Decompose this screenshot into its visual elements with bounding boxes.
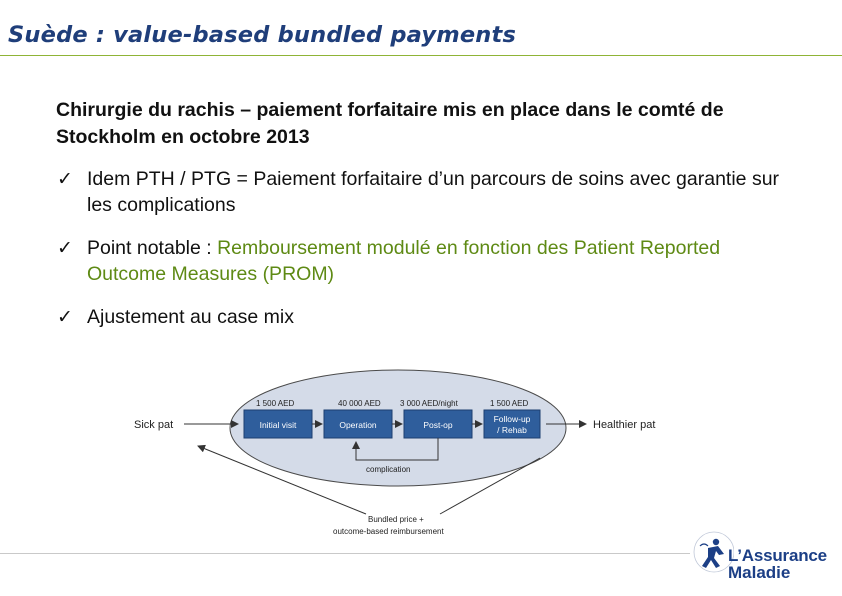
complication-label: complication xyxy=(366,465,410,474)
logo-wordmark: L’Assurance Maladie xyxy=(728,547,827,581)
checkmark-icon: ✓ xyxy=(57,237,73,259)
bullet-text: Point notable : Remboursement modulé en … xyxy=(87,235,797,287)
step-price: 1 500 AED xyxy=(256,399,294,408)
logo-emblem-icon xyxy=(693,531,734,573)
care-pathway-ellipse xyxy=(229,369,567,487)
step-label: Initial visit xyxy=(260,420,297,430)
step-operation: 40 000 AED Operation xyxy=(323,399,393,439)
footer-divider xyxy=(0,553,690,554)
healthier-patient-label: Healthier pat xyxy=(593,419,655,431)
bundled-price-label: Bundled price + xyxy=(368,515,424,524)
complication-loop-arrow xyxy=(352,438,439,461)
title-divider xyxy=(0,55,842,56)
step-box xyxy=(323,409,393,439)
checkmark-icon: ✓ xyxy=(57,306,73,328)
bullet-text: Idem PTH / PTG = Paiement forfaitaire d’… xyxy=(87,168,780,216)
slide-headline: Chirurgie du rachis – paiement forfaitai… xyxy=(56,99,724,148)
step-label: Operation xyxy=(339,420,377,430)
bullet-prefix: Point notable : xyxy=(87,237,218,259)
feedback-arrow-left xyxy=(197,444,367,515)
logo-line-1: L’Assurance xyxy=(728,546,827,565)
logo-line-2: Maladie xyxy=(728,563,791,582)
step-label: Post-op xyxy=(423,420,453,430)
bullet-highlight: Remboursement modulé en fonction des Pat… xyxy=(87,237,721,285)
bullet-text: Ajustement au case mix xyxy=(87,306,295,328)
bullet-item: ✓ Idem PTH / PTG = Paiement forfaitaire … xyxy=(57,166,797,218)
step-label: / Rehab xyxy=(497,425,527,435)
step-initial-visit: 1 500 AED Initial visit xyxy=(243,399,313,439)
step-follow-up-rehab: 1 500 AED Follow-up / Rehab xyxy=(483,399,541,439)
assurance-maladie-logo: L’Assurance Maladie xyxy=(690,522,840,592)
bundled-payment-diagram: Sick pat Healthier pat 1 500 AED Initial… xyxy=(134,369,655,536)
step-box xyxy=(483,409,541,439)
step-price: 40 000 AED xyxy=(338,399,381,408)
bundled-price-label: outcome-based reimbursement xyxy=(333,527,444,536)
bullet-item: ✓ Ajustement au case mix xyxy=(57,304,797,330)
step-label: Follow-up xyxy=(494,414,531,424)
step-price: 1 500 AED xyxy=(490,399,528,408)
step-price: 3 000 AED/night xyxy=(400,399,459,408)
sick-patient-label: Sick pat xyxy=(134,419,173,431)
step-box xyxy=(243,409,313,439)
checkmark-icon: ✓ xyxy=(57,168,73,190)
bullet-item: ✓ Point notable : Remboursement modulé e… xyxy=(57,235,797,287)
slide-title: Suède : value-based bundled payments xyxy=(8,22,517,48)
feedback-line-right xyxy=(439,457,541,515)
